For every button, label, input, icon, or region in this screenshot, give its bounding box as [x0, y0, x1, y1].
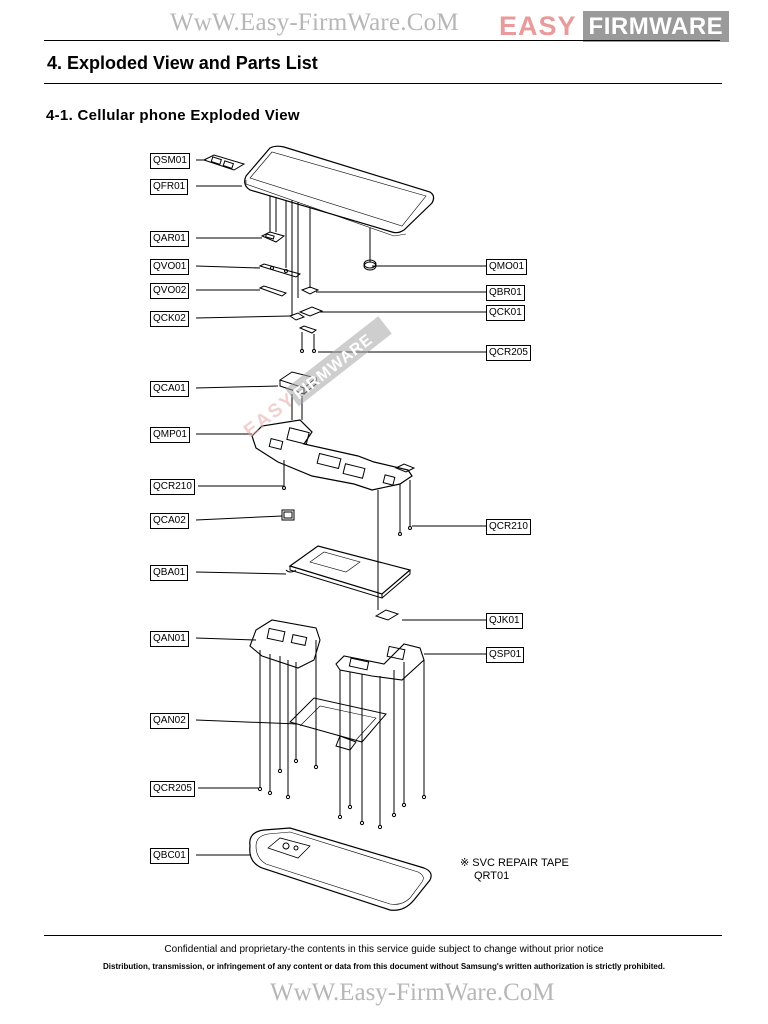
part-label-qcr210-left: QCR210 [150, 479, 195, 495]
footer-distribution-text: Distribution, transmission, or infringem… [103, 962, 665, 971]
part-label-qcr205-left: QCR205 [150, 781, 195, 797]
logo-easy-text: EASY [499, 11, 577, 41]
part-label-qvo02: QVO02 [150, 283, 190, 299]
part-label-qck01: QCK01 [486, 305, 525, 321]
title-rule [44, 83, 722, 84]
footer-confidential-text: Confidential and proprietary-the content… [164, 944, 604, 955]
footer-rule [44, 935, 722, 936]
part-label-qmp01: QMP01 [150, 427, 190, 443]
part-label-qbr01: QBR01 [486, 285, 525, 301]
part-label-qan02: QAN02 [150, 713, 189, 729]
part-label-qmo01: QMO01 [486, 259, 528, 275]
part-label-qca02: QCA02 [150, 513, 189, 529]
watermark-top: WwW.Easy-FirmWare.CoM [170, 9, 459, 36]
part-label-qjk01: QJK01 [486, 613, 523, 629]
page-title: 4. Exploded View and Parts List [47, 53, 318, 73]
part-label-qck02: QCK02 [150, 311, 189, 327]
part-label-qvo01: QVO01 [150, 259, 190, 275]
part-label-qfr01: QFR01 [150, 179, 189, 195]
svg-text:FIRMWARE: FIRMWARE [291, 331, 376, 403]
part-label-qar01: QAR01 [150, 231, 189, 247]
part-label-qbc01: QBC01 [150, 848, 189, 864]
part-label-qsp01: QSP01 [486, 647, 525, 663]
logo-firmware-text: FIRMWARE [582, 11, 730, 42]
part-label-qcr210-right: QCR210 [486, 519, 531, 535]
svg-text:EASY: EASY [240, 389, 300, 442]
part-label-qba01: QBA01 [150, 565, 189, 581]
note-line2: QRT01 [474, 870, 510, 882]
section-subtitle: 4-1. Cellular phone Exploded View [46, 107, 300, 124]
part-label-qcr205-right: QCR205 [486, 345, 531, 361]
note-line1: SVC REPAIR TAPE [472, 857, 569, 869]
repair-tape-note: ※ SVC REPAIR TAPE QRT01 [460, 857, 569, 883]
part-label-qca01: QCA01 [150, 381, 189, 397]
easy-firmware-logo: EASY FIRMWARE [499, 11, 730, 42]
note-mark: ※ [460, 857, 470, 869]
part-label-qsm01: QSM01 [150, 153, 190, 169]
part-label-qan01: QAN01 [150, 631, 189, 647]
header-rule [44, 40, 720, 41]
watermark-bottom: WwW.Easy-FirmWare.CoM [270, 979, 555, 1006]
